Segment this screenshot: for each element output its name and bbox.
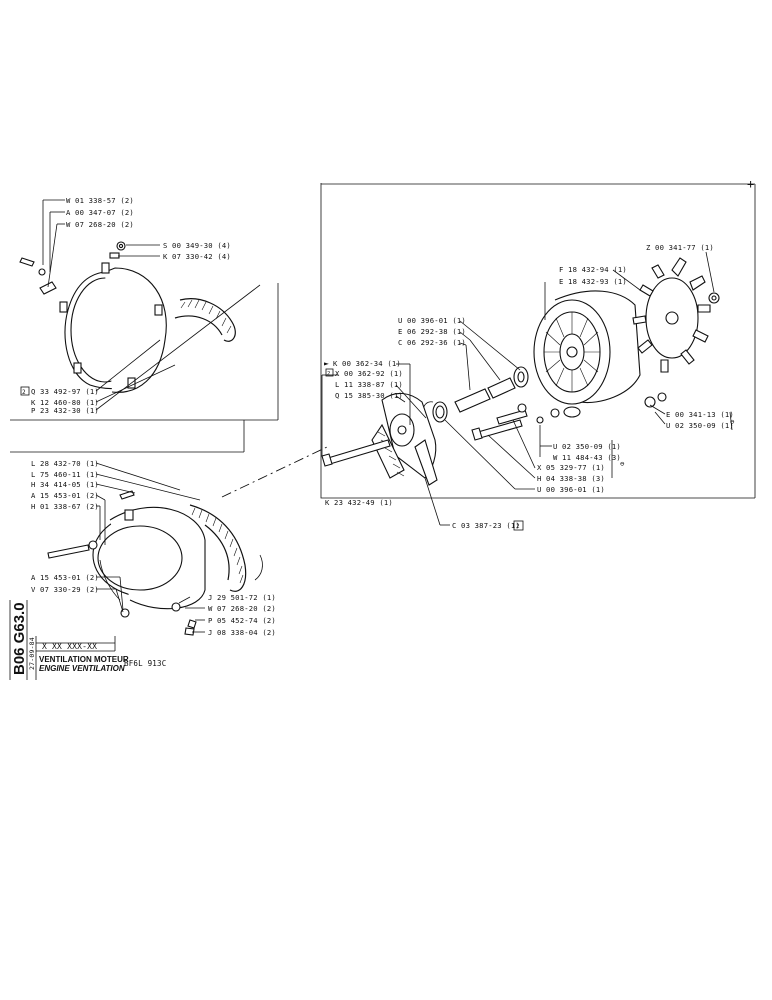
label-s00-349-30: S 00 349-30 (4) [163, 241, 231, 250]
label-p23-432-30: P 23 432-30 (1) [31, 406, 99, 415]
label-a15-453-01: A 15 453-01 (2) [31, 491, 99, 500]
lower-seal-strip [189, 504, 263, 592]
title-block: B06 G63.0 27-09-84 X XX XXX-XX VENTILATI… [9, 600, 166, 680]
label-x00-362-92: X 00 362-92 (1) [335, 369, 403, 378]
label-e18-432-93: E 18 432-93 (1) [559, 277, 627, 286]
fan-impeller [632, 257, 720, 373]
label-h34-414-05: H 34 414-05 (1) [31, 480, 99, 489]
engine-model: BF6L 913C [124, 659, 166, 668]
label-j29-501-72: J 29 501-72 (1) [208, 593, 276, 602]
svg-text:►: ► [324, 359, 329, 368]
lower-fasteners [47, 490, 197, 636]
right-labels: Z 00 341-77 (1) F 18 432-94 (1) E 18 432… [324, 243, 735, 531]
circle-marker-right: ⊖ [730, 417, 735, 426]
label-q15-385-30: Q 15 385-30 (1) [335, 391, 403, 400]
spacers-and-bearings [422, 366, 529, 423]
label-x05-329-77: X 05 329-77 (1) [537, 463, 605, 472]
label-k07-330-42: K 07 330-42 (4) [163, 252, 231, 261]
label-j08-338-04: J 08 338-04 (2) [208, 628, 276, 637]
sheet-code: B06 G63.0 [11, 602, 28, 675]
svg-text:2: 2 [327, 371, 331, 377]
sheet-date: 27-09-84 [28, 637, 36, 670]
label-k12-460-80: K 12 460-80 (1) [31, 398, 99, 407]
right-leaders [321, 251, 733, 526]
label-z00-341-77: Z 00 341-77 (1) [646, 243, 714, 252]
lower-leaders [95, 462, 205, 633]
label-c03-387-23: C 03 387-23 (1) [452, 521, 520, 530]
label-w11-484-43: W 11 484-43 (3) [553, 453, 621, 462]
label-c06-292-36: C 06 292-36 (1) [398, 338, 466, 347]
label-w07-268-20: W 07 268-20 (2) [66, 220, 134, 229]
upper-small-fasteners [19, 241, 126, 295]
label-l75-460-11: L 75 460-11 (1) [31, 470, 99, 479]
ref-box-marker: 2 [516, 523, 520, 530]
label-w01-338-57: W 01 338-57 (2) [66, 196, 134, 205]
svg-text:+: + [747, 177, 754, 191]
label-e06-292-38: E 06 292-38 (1) [398, 327, 466, 336]
ref-code: X XX XXX-XX [42, 642, 97, 651]
label-u00-396-01-b: U 00 396-01 (1) [537, 485, 605, 494]
title-fr: VENTILATION MOTEUR [39, 655, 129, 664]
label-a00-347-07: A 00 347-07 (2) [66, 208, 134, 217]
label-l11-338-87: L 11 338-87 (1) [335, 380, 403, 389]
label-u00-396-01: U 00 396-01 (1) [398, 316, 466, 325]
bottom-left-labels: L 28 432-70 (1) L 75 460-11 (1) H 34 414… [31, 459, 276, 637]
belt-tensioner [371, 392, 438, 486]
label-v07-330-29: V 07 330-29 (2) [31, 585, 99, 594]
label-u02-350-09-b: U 02 350-09 (1) [553, 442, 621, 451]
top-left-labels: W 01 338-57 (2) A 00 347-07 (2) W 07 268… [20, 196, 231, 415]
label-p05-452-74: P 05 452-74 (2) [208, 616, 276, 625]
upper-shroud-ring [59, 262, 167, 393]
lower-shroud [92, 506, 206, 610]
label-l28-432-70: L 28 432-70 (1) [31, 459, 99, 468]
title-en: ENGINE VENTILATION [39, 664, 125, 673]
frame-lines: + [10, 177, 756, 499]
label-u02-350-09: U 02 350-09 (1) [666, 421, 734, 430]
label-h04-338-38: H 04 338-38 (3) [537, 474, 605, 483]
label-f18-432-94: F 18 432-94 (1) [559, 265, 627, 274]
circle-marker-mid: ⊖ [620, 459, 625, 468]
label-k00-362-34: K 00 362-34 (1) [333, 359, 401, 368]
long-bolts [321, 392, 667, 467]
label-q33-492-97: Q 33 492-97 (1) [31, 387, 99, 396]
upper-seal-strip [174, 298, 236, 342]
label-h01-338-67: H 01 338-67 (2) [31, 502, 99, 511]
upper-leaders [42, 199, 261, 411]
label-k23-432-49: K 23 432-49 (1) [325, 498, 393, 507]
svg-text:2: 2 [22, 389, 26, 396]
label-a15-453-01-b: A 15 453-01 (2) [31, 573, 99, 582]
fan-housing [533, 290, 641, 418]
label-e00-341-13: E 00 341-13 (1) [666, 410, 734, 419]
label-w07-268-20-b: W 07 268-20 (2) [208, 604, 276, 613]
